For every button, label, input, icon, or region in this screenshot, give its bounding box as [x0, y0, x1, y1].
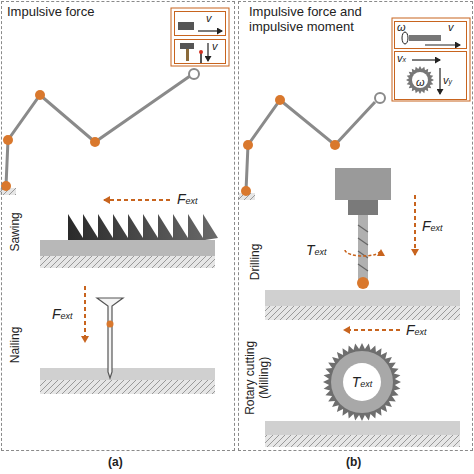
robot-arm [6, 76, 190, 186]
force-label: Fext [406, 322, 427, 338]
ground [40, 380, 215, 394]
velocity-box: v [174, 39, 226, 64]
panel: Impulsive force v v [1, 1, 235, 451]
workpiece [265, 290, 460, 306]
inset-frame [171, 8, 229, 66]
joint [35, 90, 45, 100]
drill-bit [358, 215, 368, 281]
force-label: Fext [177, 191, 198, 207]
blade-icon [406, 66, 434, 94]
force-label: Fext [52, 306, 73, 322]
velocity-box: ωv [394, 21, 467, 49]
ground [265, 306, 460, 320]
drill-chuck [335, 168, 391, 200]
impact-dot [199, 50, 203, 54]
drill-flutes [358, 225, 368, 271]
process-label: Nailing [9, 305, 23, 385]
velocity-arrow [412, 59, 440, 60]
joint [90, 137, 100, 147]
velocity-arrow [425, 44, 460, 45]
torque-arrow [345, 250, 381, 256]
contact-point [357, 277, 369, 289]
joint [243, 140, 253, 150]
panel-title: Impulsive force and impulsive moment [249, 5, 389, 35]
blade-icon [412, 72, 428, 88]
torque-label: Text [352, 374, 373, 390]
saw-icon [178, 22, 194, 30]
rotation-arrow [402, 32, 408, 44]
force-arrow [344, 329, 400, 331]
velocity-box: v [174, 11, 226, 36]
force-arrow [414, 195, 416, 255]
drill-icon [409, 35, 441, 41]
hammer-icon [180, 43, 194, 49]
end-effector [375, 93, 385, 103]
process-label: Drilling [249, 222, 263, 302]
velocity-box: vxω vy [394, 51, 467, 100]
velocity-arrow [439, 68, 440, 94]
velocity-arrow [207, 43, 208, 61]
velocity-label: vx [397, 52, 406, 65]
ground [40, 256, 215, 268]
velocity-arrow [198, 30, 222, 31]
nail [97, 298, 123, 378]
workpiece [40, 240, 215, 256]
joint [330, 140, 340, 150]
hammer-icon [186, 49, 189, 61]
force-label: Fext [422, 218, 443, 234]
ground [265, 435, 460, 447]
workpiece [265, 421, 460, 435]
panel-caption: (a) [108, 456, 123, 470]
circular-saw [331, 351, 393, 413]
torque-label: Text [306, 242, 327, 258]
end-effector [189, 69, 199, 79]
drill-collet [348, 200, 378, 215]
force-arrow [104, 199, 170, 201]
panel-title: Impulsive force [7, 5, 167, 20]
saw-blade [68, 214, 218, 240]
panel-caption: (b) [346, 456, 361, 470]
force-arrow [84, 286, 86, 342]
joint [241, 186, 251, 196]
joint [1, 181, 11, 191]
velocity-label: v [448, 21, 454, 34]
impact-dot [107, 321, 114, 328]
velocity-label: vy [443, 74, 452, 87]
process-label: Sawing [9, 192, 23, 272]
joint [275, 95, 285, 105]
workpiece [40, 368, 215, 380]
circular-saw [323, 343, 401, 421]
velocity-label: v [212, 40, 218, 53]
process-label: Rotary cutting (Milling) [244, 323, 272, 433]
velocity-label: ω [397, 21, 406, 34]
velocity-label: v [206, 12, 212, 25]
circular-saw [343, 363, 381, 401]
joint [3, 135, 13, 145]
velocity-label: ω [416, 76, 425, 89]
inset-frame [392, 18, 470, 101]
